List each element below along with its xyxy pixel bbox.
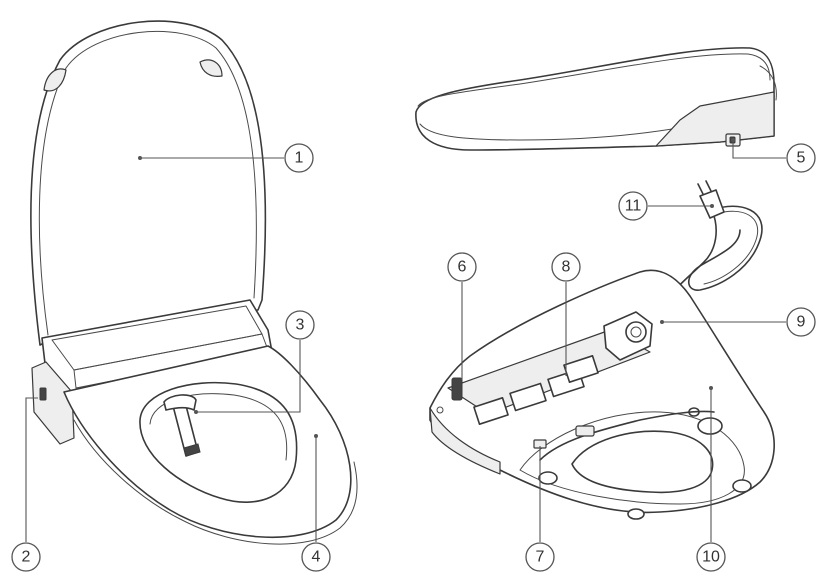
leader-3 xyxy=(196,340,301,413)
leader-5 xyxy=(732,140,786,159)
underside-illustration xyxy=(429,180,775,520)
plug-prong-2 xyxy=(705,180,712,192)
module-slot-1 xyxy=(473,397,509,425)
water-inlet-port-inner xyxy=(630,326,642,338)
callout-9: 9 xyxy=(786,307,816,337)
callout-7: 7 xyxy=(525,542,555,572)
side-panel xyxy=(31,361,75,445)
callout-11-label: 11 xyxy=(625,198,642,215)
leader-2 xyxy=(25,397,38,542)
underside-ring-recess xyxy=(519,411,745,505)
callouts: 1 2 3 4 5 6 7 8 xyxy=(11,143,816,572)
callout-4: 4 xyxy=(301,542,331,572)
callout-3: 3 xyxy=(285,310,315,340)
callout-11: 11 xyxy=(618,191,648,221)
callout-10: 10 xyxy=(696,542,726,572)
callout-1: 1 xyxy=(284,143,314,173)
bowl-opening-inner xyxy=(149,393,288,461)
callout-5-label: 5 xyxy=(797,150,806,167)
callout-4-label: 4 xyxy=(312,549,321,566)
closed-seat-housing xyxy=(655,91,775,147)
underside-bowl-opening xyxy=(571,430,714,494)
mounting-bracket xyxy=(539,410,715,461)
nozzle-cover xyxy=(163,394,197,411)
module-plate xyxy=(447,329,651,415)
vent-grille xyxy=(451,377,463,401)
module-slot-4 xyxy=(563,355,599,383)
seat-ring-lower-edge xyxy=(73,419,358,545)
lid-bumper-left xyxy=(43,68,67,92)
callout-5: 5 xyxy=(786,143,816,173)
screw-left xyxy=(436,406,444,414)
closed-seat-top xyxy=(417,53,771,107)
callout-7-label: 7 xyxy=(536,549,545,566)
plug-prong-1 xyxy=(697,183,704,195)
lid-inner-edge xyxy=(38,31,257,336)
callout-10-label: 10 xyxy=(702,549,720,566)
closed-seat-housing-edge xyxy=(759,65,777,101)
bracket-lock xyxy=(575,425,595,437)
power-cord-coil xyxy=(687,205,763,291)
callout-6: 6 xyxy=(447,252,477,282)
closed-seat-illustration xyxy=(415,47,777,151)
module-slot-2 xyxy=(509,382,547,412)
power-cord-coil-2 xyxy=(703,210,759,285)
callout-3-label: 3 xyxy=(296,317,305,334)
water-inlet-port xyxy=(625,321,647,343)
bumper-pad-2 xyxy=(627,508,645,520)
bumper-pad-4 xyxy=(697,417,723,435)
nozzle-tip xyxy=(183,443,201,457)
lid-bumper-right xyxy=(199,59,223,77)
leader-lines xyxy=(25,138,786,542)
callout-1-label: 1 xyxy=(295,150,304,167)
side-panel-knob xyxy=(39,387,47,401)
callout-8-label: 8 xyxy=(562,259,571,276)
callout-2-label: 2 xyxy=(22,549,31,566)
open-seat-illustration xyxy=(30,20,358,545)
callout-8: 8 xyxy=(551,252,581,282)
bumper-pad-1 xyxy=(538,471,558,485)
callout-9-label: 9 xyxy=(797,314,806,331)
closed-seat-rim xyxy=(419,123,701,141)
callout-2: 2 xyxy=(11,542,41,572)
bumper-pad-3 xyxy=(732,479,752,493)
lid-outline xyxy=(30,20,267,346)
underside-side-wall xyxy=(429,407,501,475)
callout-6-label: 6 xyxy=(458,259,467,276)
